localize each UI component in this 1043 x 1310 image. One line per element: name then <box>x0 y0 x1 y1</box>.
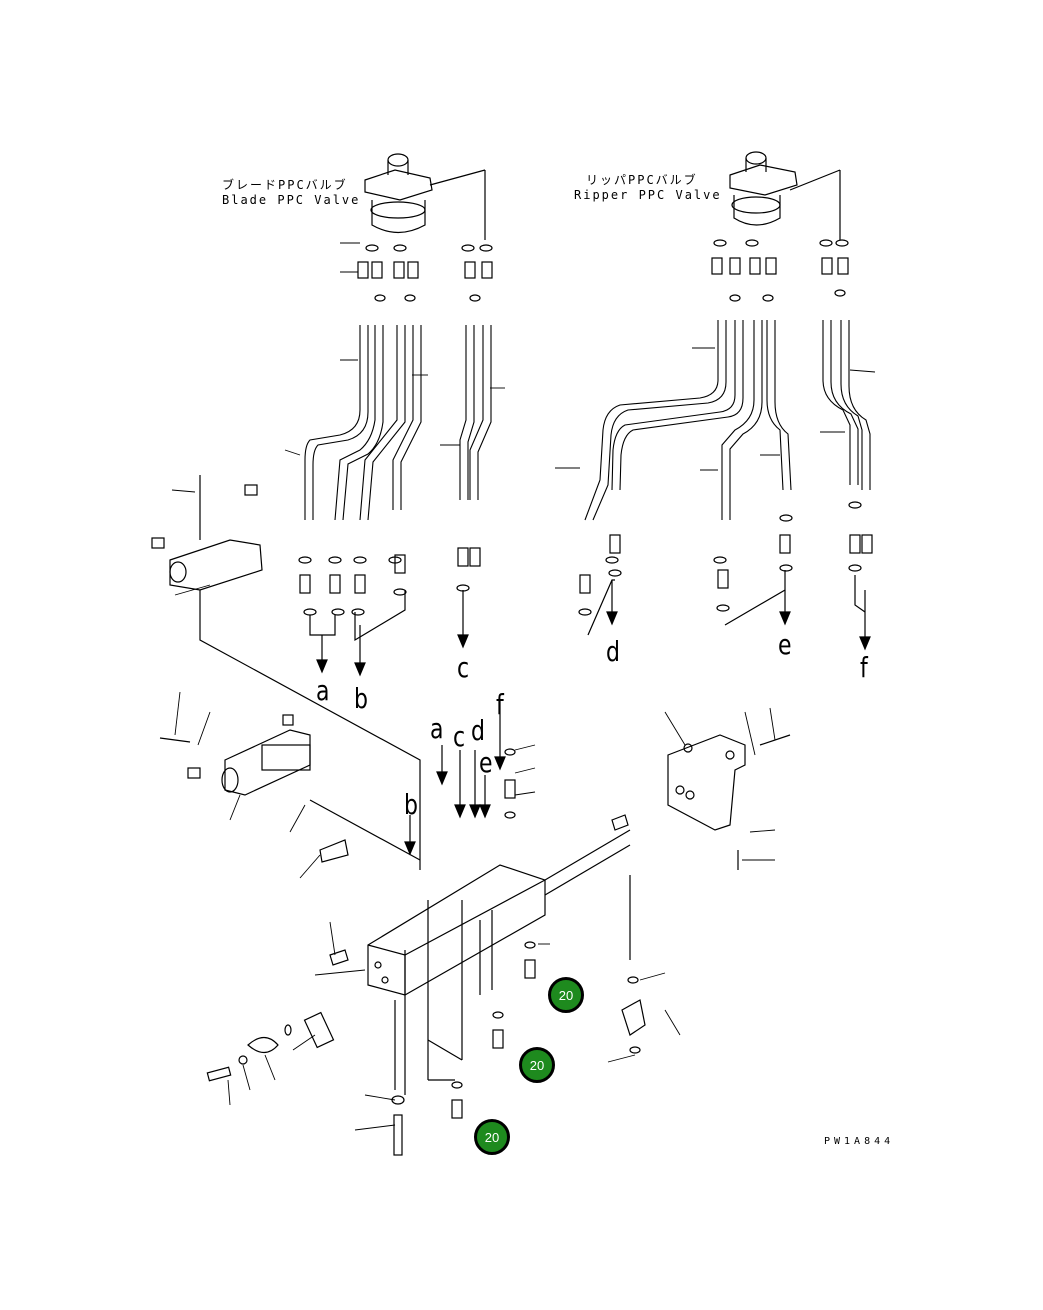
mounting-bracket <box>667 734 791 870</box>
lower-fittings-left <box>298 547 481 616</box>
upper-flow-arrows <box>309 570 871 677</box>
line-letter-c-lower: c <box>453 722 466 754</box>
callout-20-upper[interactable]: 20 <box>548 977 584 1013</box>
line-letter-e-lower: e <box>479 748 493 780</box>
blade-ppc-valve-label-jp: ブレードPPCバルブ <box>222 178 348 192</box>
line-letter-f-lower: f <box>496 690 504 722</box>
line-letter-d-lower: d <box>471 716 485 748</box>
ripper-ppc-valve <box>729 151 841 240</box>
line-letter-f-upper: f <box>860 653 868 685</box>
blade-ppc-valve <box>364 153 486 240</box>
ripper-ppc-valve-label-jp: リッパPPCバルブ <box>586 173 698 187</box>
line-letter-b-upper: b <box>354 684 368 716</box>
line-letter-b-lower: b <box>404 790 418 822</box>
lower-fittings-right <box>578 501 873 616</box>
line-letter-d-upper: d <box>606 637 620 669</box>
blade-tubes <box>304 325 492 521</box>
line-letter-a-upper: a <box>316 676 330 708</box>
callout-20-lower[interactable]: 20 <box>474 1119 510 1155</box>
leader-lines <box>171 242 876 1131</box>
line-letter-a-lower: a <box>430 714 444 746</box>
solenoid-valve-lower <box>159 714 421 861</box>
ripper-tubes <box>584 320 871 521</box>
block-fittings <box>206 748 646 1156</box>
blade-ppc-valve-label-en: Blade PPC Valve <box>222 193 361 207</box>
callout-20-middle[interactable]: 20 <box>519 1047 555 1083</box>
drawing-code: PW1A844 <box>824 1136 895 1147</box>
ripper-ppc-valve-label-en: Ripper PPC Valve <box>574 188 722 202</box>
main-manifold-block <box>367 829 631 1095</box>
upper-fittings-right <box>711 239 849 302</box>
line-letter-e-upper: e <box>778 630 792 662</box>
upper-fittings-left <box>357 244 493 302</box>
line-letter-c-upper: c <box>457 653 470 685</box>
lower-flow-arrows <box>404 700 506 856</box>
solenoid-valve-upper <box>151 475 421 870</box>
